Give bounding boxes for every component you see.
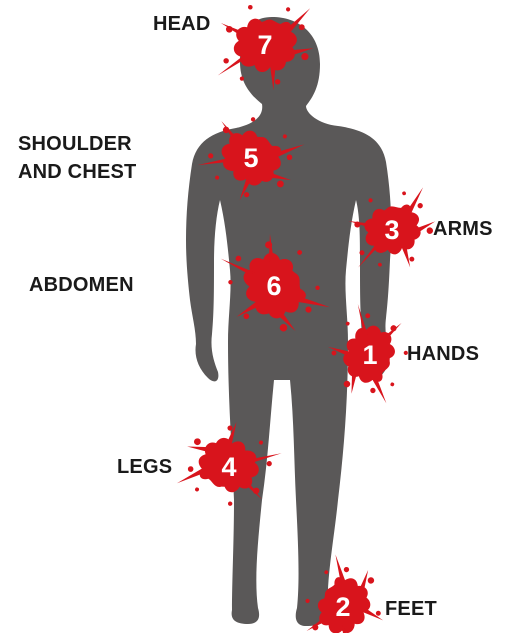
label-arms: ARMS xyxy=(433,216,493,242)
label-legs: LEGS xyxy=(117,454,172,480)
number-arms: 3 xyxy=(384,215,399,245)
number-head: 7 xyxy=(257,30,272,60)
label-shoulder-line2: AND CHEST xyxy=(18,159,136,185)
label-feet: FEET xyxy=(385,596,437,622)
label-shoulder: SHOULDER xyxy=(18,131,132,157)
label-hands: HANDS xyxy=(407,341,479,367)
number-hands: 1 xyxy=(362,340,377,370)
label-head: HEAD xyxy=(153,11,210,37)
label-abdomen: ABDOMEN xyxy=(29,272,134,298)
number-feet: 2 xyxy=(335,592,350,622)
number-shoulder: 5 xyxy=(243,143,258,173)
number-abdomen: 6 xyxy=(266,271,281,301)
number-legs: 4 xyxy=(221,452,236,482)
